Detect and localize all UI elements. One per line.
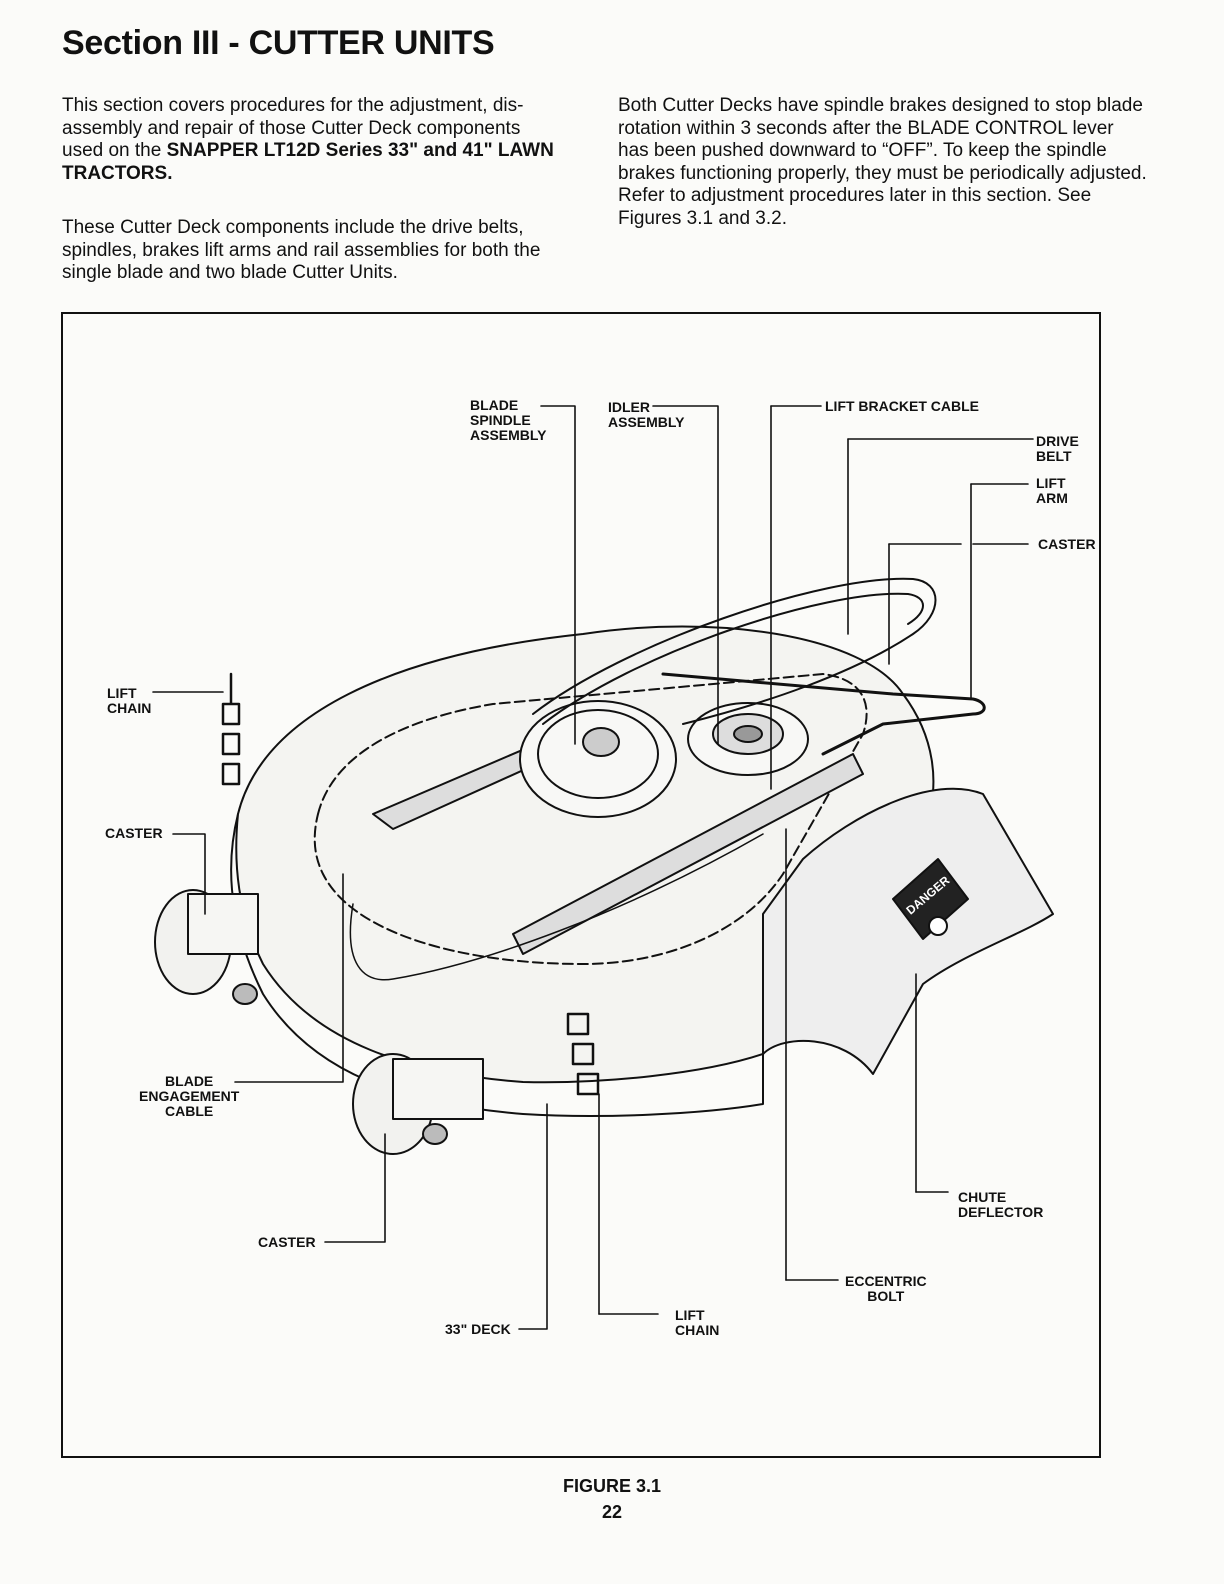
label-caster-top-right: CASTER [1038,536,1096,552]
danger-decal [892,858,969,940]
caster-wheel-bottom [352,1053,484,1155]
blade-spindle-pulley [519,700,677,818]
label-33-deck: 33" DECK [445,1321,511,1337]
lift-chain-left-art [221,672,241,786]
label-caster-left: CASTER [105,825,163,841]
section-title: Section III - CUTTER UNITS [62,24,495,62]
intro-text: This section covers procedures for the a… [62,95,524,161]
leader-lines [152,405,1034,1330]
engagement-cable-art [349,833,764,981]
label-idler-assembly: IDLER ASSEMBLY [608,400,685,430]
label-chute-deflector: CHUTE DEFLECTOR [958,1189,1044,1220]
lift-arm [661,672,986,756]
caster-wheel-left [154,889,259,1005]
figure-caption: FIGURE 3.1 [562,1476,662,1496]
label-text: BLADE SPINDLE ASSEMBLY [470,397,547,443]
product-name: SNAPPER LT12D Series 33" and 41" LAWN TR… [62,140,554,184]
label-blade-spindle-assembly: BLADE SPINDLE ASSEMBLY [470,398,547,443]
deck-inner-panel [313,673,868,965]
intro-paragraph-2: These Cutter Deck components include the… [62,217,541,283]
chute-deflector-shape [762,787,1054,1075]
label-lift-arm: LIFT ARM [1036,475,1068,506]
label-lift-chain-left: LIFT CHAIN [107,685,152,716]
right-rail [512,753,864,955]
lift-chain-bottom-art [566,1012,600,1096]
label-caster-bottom: CASTER [258,1234,316,1250]
figure-3-1: DANGER [61,312,1101,1458]
intro-paragraph-3: Both Cutter Decks have spindle brakes de… [618,95,1147,229]
label-lift-bracket-cable: LIFT BRACKET CABLE [825,398,979,414]
cutter-deck-illustration: DANGER [152,405,1054,1330]
intro-paragraph-1: This section covers procedures for the a… [62,95,562,185]
label-lift-chain-bottom: LIFT CHAIN [675,1307,720,1338]
label-text: IDLER ASSEMBLY [608,399,685,430]
page-number: 22 [601,1502,623,1522]
label-drive-belt: DRIVE BELT [1036,433,1079,464]
label-eccentric-bolt: ECCENTRIC BOLT [845,1273,927,1304]
label-blade-engagement-cable: BLADE ENGAGEMENT CABLE [139,1073,240,1119]
